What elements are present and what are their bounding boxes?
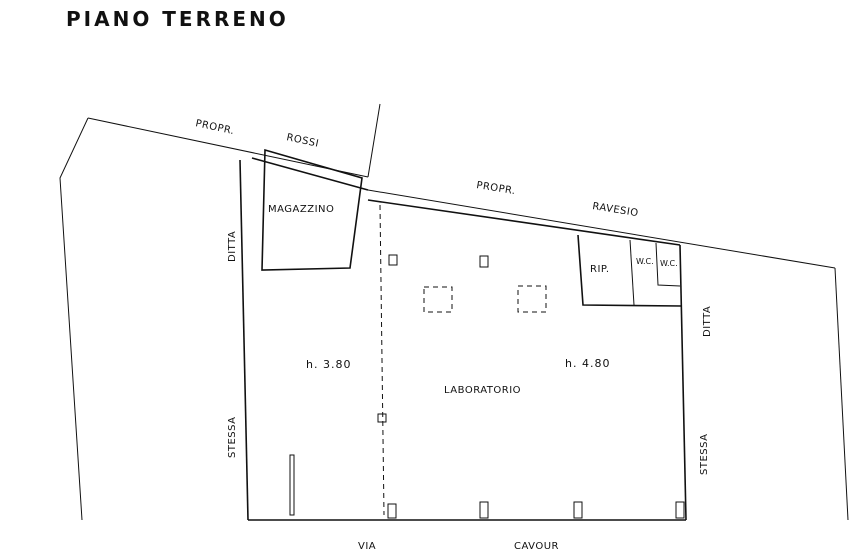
west-wall xyxy=(239,159,249,521)
magazzino-walls xyxy=(261,148,363,271)
label-propr-2: PROPR. xyxy=(476,180,517,197)
label-wc-2: W.C. xyxy=(660,259,678,268)
label-stessa-right: STESSA xyxy=(699,434,710,476)
east-wall xyxy=(679,244,687,521)
diagonal-boundary xyxy=(367,103,381,178)
label-ditta-left: DITTA xyxy=(227,231,238,262)
label-wc-1: W.C. xyxy=(636,257,654,266)
top-property-line-left xyxy=(87,117,369,178)
pillar xyxy=(388,254,398,266)
label-propr-1: PROPR. xyxy=(194,118,235,137)
pillar-footprint xyxy=(517,285,547,313)
pillar xyxy=(377,413,387,423)
left-lot-boundary xyxy=(59,117,89,521)
dashed-partition xyxy=(379,204,385,516)
label-via: VIA xyxy=(358,541,376,552)
north-wall xyxy=(367,199,681,246)
label-ditta-right: DITTA xyxy=(702,306,713,337)
label-height-left: h. 3.80 xyxy=(306,358,351,371)
north-wall-left xyxy=(251,157,369,191)
label-rip: RIP. xyxy=(590,264,610,275)
label-laboratorio: LABORATORIO xyxy=(444,385,521,396)
label-cavour: CAVOUR xyxy=(514,541,559,552)
rip-wc-block xyxy=(577,234,683,307)
label-stessa-left: STESSA xyxy=(227,417,238,459)
label-ravesio: RAVESIO xyxy=(592,201,640,219)
wc-divider-1 xyxy=(629,239,635,306)
top-property-line-right xyxy=(367,189,836,269)
pillar xyxy=(675,501,685,519)
post xyxy=(289,454,295,516)
wc-divider-2 xyxy=(655,242,681,287)
label-rossi: ROSSI xyxy=(285,132,320,150)
pillar xyxy=(479,501,489,519)
pillar xyxy=(387,503,397,519)
pillar-footprint xyxy=(423,286,453,313)
label-magazzino: MAGAZZINO xyxy=(268,204,334,215)
label-height-right: h. 4.80 xyxy=(565,357,610,370)
plan-title: PIANO TERRENO xyxy=(66,7,289,31)
pillar xyxy=(479,255,489,268)
right-lot-boundary xyxy=(834,267,849,521)
pillar xyxy=(573,501,583,519)
